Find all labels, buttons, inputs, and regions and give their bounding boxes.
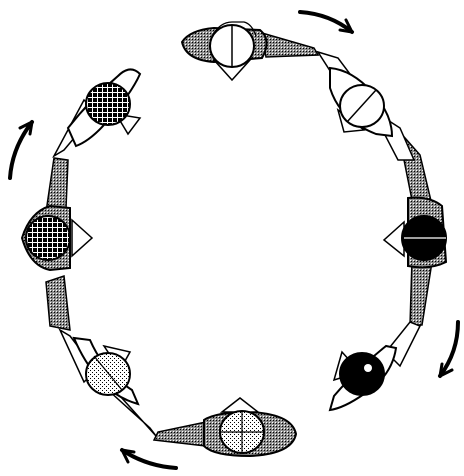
dancer-upper-left — [68, 69, 140, 146]
dancer-bottom — [204, 398, 296, 456]
curved-arrow-icon — [440, 322, 458, 376]
curved-arrow-icon — [10, 122, 32, 178]
arm-bottom-lower-left — [154, 422, 206, 446]
dancer-lower-right-head — [340, 353, 384, 395]
dancer-lower-left-head — [86, 353, 130, 395]
dancer-upper-right — [330, 68, 392, 136]
arm-left-upper-left — [46, 158, 68, 212]
arm-right-lower-right — [410, 260, 432, 325]
dancer-right-feet — [384, 222, 404, 256]
dancer-top — [182, 22, 267, 80]
dancer-lower-right — [330, 346, 396, 410]
dancer-right — [384, 198, 446, 268]
arm-lower-left-left — [46, 276, 70, 330]
dancer-left-head — [26, 216, 70, 260]
dancer-bottom-feet — [222, 398, 258, 412]
arm-top-upper-right — [262, 33, 318, 57]
dancer-left — [22, 206, 92, 270]
curved-arrow-icon — [300, 12, 352, 32]
dancer-upper-left-head — [86, 83, 130, 125]
dancer-left-feet — [72, 220, 92, 256]
curved-arrow-icon — [122, 450, 176, 468]
